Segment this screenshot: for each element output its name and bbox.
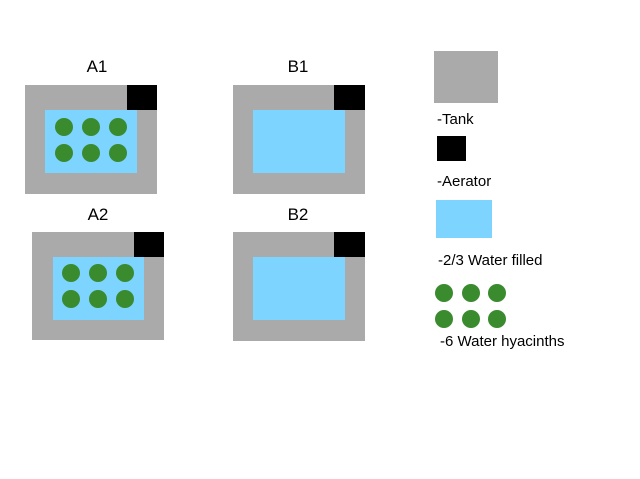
setup-label: A1 xyxy=(86,57,108,76)
setup-label: B1 xyxy=(287,57,309,76)
water-hyacinth xyxy=(62,290,80,308)
legend-water-label: -2/3 Water filled xyxy=(438,252,543,269)
legend-tank-swatch xyxy=(434,51,498,103)
legend-hyacinth xyxy=(488,310,506,328)
setup-label: A2 xyxy=(87,205,109,224)
legend-hyacinth xyxy=(435,310,453,328)
legend-hyacinth xyxy=(462,310,480,328)
legend-hyacinth xyxy=(435,284,453,302)
aerator xyxy=(127,85,157,110)
water-hyacinth xyxy=(55,144,73,162)
legend-hyacinth xyxy=(488,284,506,302)
aerator xyxy=(134,232,164,257)
legend-aerator-label: -Aerator xyxy=(437,173,492,190)
water-hyacinth xyxy=(89,290,107,308)
legend-hyacinth xyxy=(462,284,480,302)
legend-tank-label: -Tank xyxy=(437,111,474,128)
water-hyacinth xyxy=(89,264,107,282)
aerator xyxy=(334,85,365,110)
legend-hyacinth-label: -6 Water hyacinths xyxy=(440,333,565,350)
aerator xyxy=(334,232,365,257)
water-hyacinth xyxy=(62,264,80,282)
water xyxy=(253,257,345,320)
water-hyacinth xyxy=(55,118,73,136)
water-hyacinth xyxy=(109,144,127,162)
water-hyacinth xyxy=(116,264,134,282)
water xyxy=(253,110,345,173)
water-hyacinth xyxy=(109,118,127,136)
water-hyacinth xyxy=(82,144,100,162)
legend-water-swatch xyxy=(436,200,492,238)
water-hyacinth xyxy=(82,118,100,136)
legend-aerator-swatch xyxy=(437,136,466,161)
setup-label: B2 xyxy=(287,205,309,224)
water-hyacinth xyxy=(116,290,134,308)
